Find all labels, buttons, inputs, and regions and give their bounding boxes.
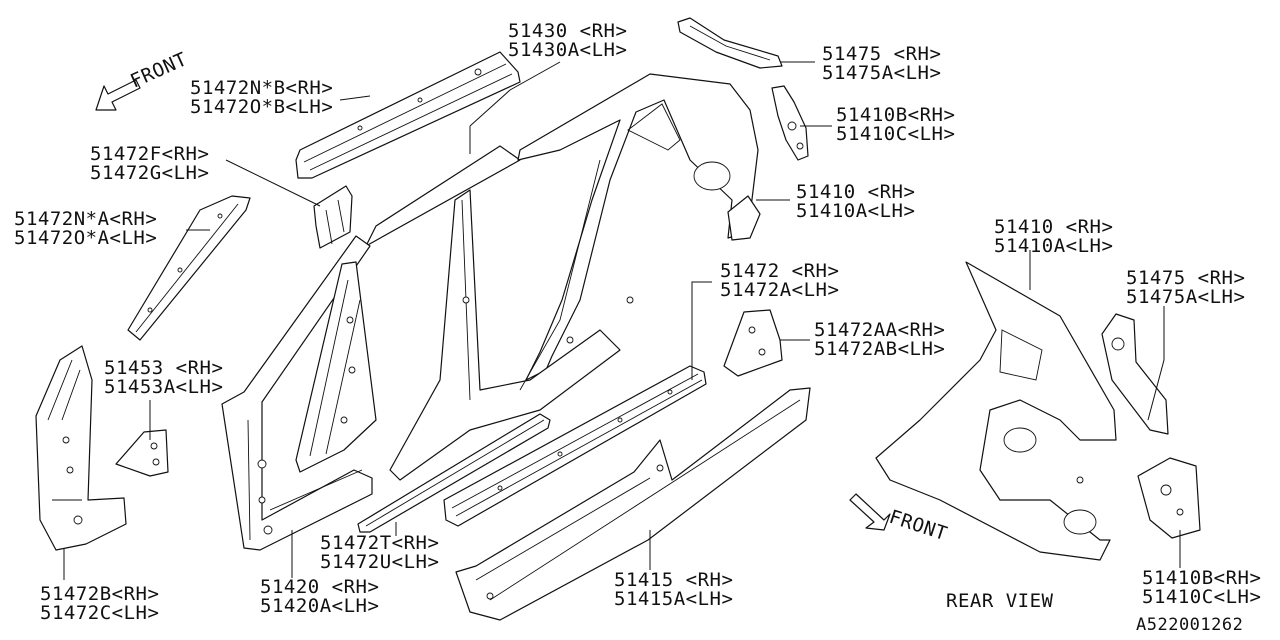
front-arrow-top: FRONT [95, 48, 191, 111]
callout-51475-top: 51475 <RH>51475A<LH> [822, 43, 941, 84]
part-51472F [313, 185, 353, 249]
callout-51472T: 51472T<RH>51472U<LH> [320, 532, 439, 573]
callout-51472AA: 51472AA<RH>51472AB<LH> [814, 319, 945, 360]
part-51472-sill [443, 365, 707, 527]
rear-view-label: REAR VIEW [946, 590, 1054, 612]
part-51410B-rear [1137, 457, 1201, 539]
leader-lines [63, 61, 1181, 580]
callout-51475-rear: 51475 <RH>51475A<LH> [1126, 267, 1245, 308]
callout-51410-mid: 51410 <RH>51410A<LH> [796, 181, 915, 222]
front-arrow-rear-icon [849, 493, 891, 531]
part-51475-rear [1101, 313, 1169, 435]
part-51410-rear [875, 261, 1117, 561]
callout-51430: 51430 <RH>51430A<LH> [508, 20, 627, 61]
front-arrow-rear: FRONT [849, 493, 950, 545]
part-51472B [35, 345, 127, 551]
front-arrow-rear-label: FRONT [886, 506, 950, 545]
callout-51415: 51415 <RH>51415A<LH> [614, 569, 733, 610]
front-arrow-top-icon [95, 79, 141, 111]
callout-51410B-rear: 51410B<RH>51410C<LH> [1142, 567, 1261, 608]
callout-51453: 51453 <RH>51453A<LH> [104, 357, 223, 398]
part-51472T [357, 413, 551, 533]
callout-51472NA: 51472N*A<RH>51472O*A<LH> [14, 208, 157, 249]
part-51410B-top [771, 85, 809, 161]
part-51472AA [723, 309, 783, 377]
front-arrow-top-label: FRONT [127, 48, 190, 92]
callout-51472B: 51472B<RH>51472C<LH> [40, 583, 159, 624]
callout-51420: 51420 <RH>51420A<LH> [260, 576, 379, 617]
part-51472NB [295, 51, 521, 179]
diagram-code: A522001262 [1136, 615, 1243, 635]
callout-51410-rear: 51410 <RH>51410A<LH> [994, 216, 1113, 257]
part-51475-top [677, 17, 783, 69]
callout-51472NB: 51472N*B<RH>51472O*B<LH> [190, 77, 333, 118]
part-51472NA [127, 195, 251, 341]
callout-51472: 51472 <RH>51472A<LH> [720, 260, 839, 301]
callout-51410B-top: 51410B<RH>51410C<LH> [836, 104, 955, 145]
part-51430-side-panel [365, 73, 759, 481]
part-51420 [221, 235, 377, 551]
part-51415 [455, 387, 811, 621]
part-51410-quarter [727, 195, 761, 241]
callout-51472F: 51472F<RH>51472G<LH> [90, 143, 209, 184]
part-51453 [115, 429, 169, 477]
